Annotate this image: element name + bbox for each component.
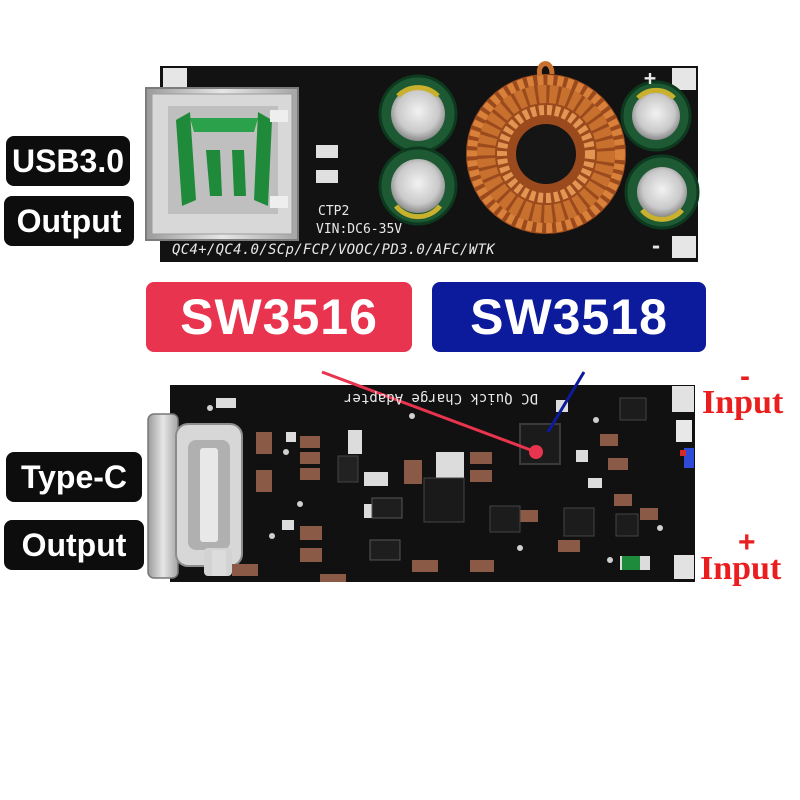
corner-pad <box>672 386 694 412</box>
sw3516-pointer-line <box>321 370 537 454</box>
ic-component <box>563 507 595 537</box>
ic-component <box>619 397 647 421</box>
led-indicator <box>622 556 640 570</box>
bottom-board-silkscreen: DC Quick Charge Adapter <box>344 390 538 406</box>
usb-output-label-line1: USB3.0 <box>6 136 130 186</box>
smd-components <box>232 432 658 582</box>
vias <box>207 405 663 563</box>
smd-component <box>680 450 686 456</box>
mosfet <box>423 477 465 523</box>
type-c-port <box>147 413 243 579</box>
top-board-minus-mark: - <box>650 234 663 258</box>
electrolytic-capacitor <box>378 146 458 226</box>
bottom-pcb-board <box>147 385 695 582</box>
board-vin-text: VIN:DC6-35V <box>316 222 403 237</box>
top-board-plus-mark: + <box>644 66 657 90</box>
usb-output-label-line2: Output <box>4 196 134 246</box>
smd-component <box>676 420 692 442</box>
corner-pad <box>672 68 696 90</box>
top-pcb-board <box>145 61 700 262</box>
ic-component <box>337 455 359 483</box>
sw3516-ic <box>519 423 561 465</box>
ic-component <box>489 505 521 533</box>
sw3516-chip-label: SW3516 <box>146 282 412 352</box>
ic-component <box>615 513 639 537</box>
board-protocols-text: QC4+/QC4.0/SCp/FCP/VOOC/PD3.0/AFC/WTK <box>172 242 495 258</box>
electrolytic-capacitor <box>378 74 458 154</box>
input-minus-label: Input <box>702 384 784 421</box>
electrolytic-capacitor <box>620 80 692 152</box>
callout-lines <box>321 370 586 459</box>
ic-component <box>369 539 401 561</box>
board-model-text: CTP2 <box>318 204 350 219</box>
input-plus-sign: + <box>738 526 756 559</box>
smd-component <box>316 145 338 158</box>
corner-pad <box>674 555 694 579</box>
sw3518-chip-label: SW3518 <box>432 282 706 352</box>
input-plus-label: Input <box>700 550 782 587</box>
ic-component <box>371 497 403 519</box>
sw3516-pointer-dot <box>529 445 543 459</box>
smd-component <box>316 170 338 183</box>
sw3518-pointer-line <box>546 371 586 433</box>
usb-a-port <box>145 87 299 241</box>
typec-output-label-line2: Output <box>4 520 144 570</box>
toroidal-inductor <box>466 61 626 234</box>
smd-component <box>684 448 694 468</box>
typec-output-label-line1: Type-C <box>6 452 142 502</box>
corner-pad <box>672 236 696 258</box>
electrolytic-capacitor <box>624 154 700 230</box>
input-minus-sign: - <box>740 360 750 393</box>
